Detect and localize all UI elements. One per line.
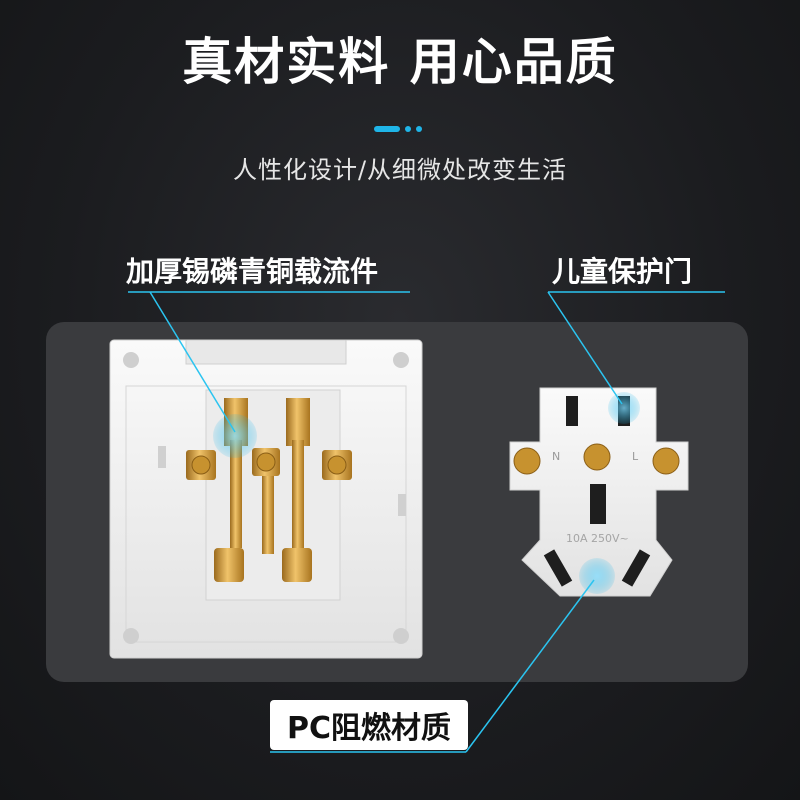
- socket-module: N L 10A 250V~: [509, 387, 689, 597]
- leader-copper: [149, 291, 236, 433]
- copper-conductors: [186, 398, 352, 582]
- rating-label: 10A 250V~: [566, 532, 629, 545]
- page-title: 真材实料 用心品质: [182, 33, 618, 91]
- label-n: N: [552, 450, 560, 463]
- leader-pc: [465, 579, 595, 753]
- child-door-highlight: [608, 392, 640, 424]
- label-l: L: [632, 450, 639, 463]
- leader-lines: [128, 291, 725, 753]
- socket-back-plate: [109, 339, 423, 659]
- leader-door: [547, 291, 623, 405]
- page-subtitle: 人性化设计/从细微处改变生活: [232, 156, 568, 184]
- callout-pc: PC阻燃材质: [270, 700, 468, 750]
- callout-child-door: 儿童保护门: [552, 255, 693, 288]
- callout-copper: 加厚锡磷青铜载流件: [126, 255, 379, 288]
- copper-highlight: [213, 414, 257, 458]
- pc-highlight: [579, 558, 615, 594]
